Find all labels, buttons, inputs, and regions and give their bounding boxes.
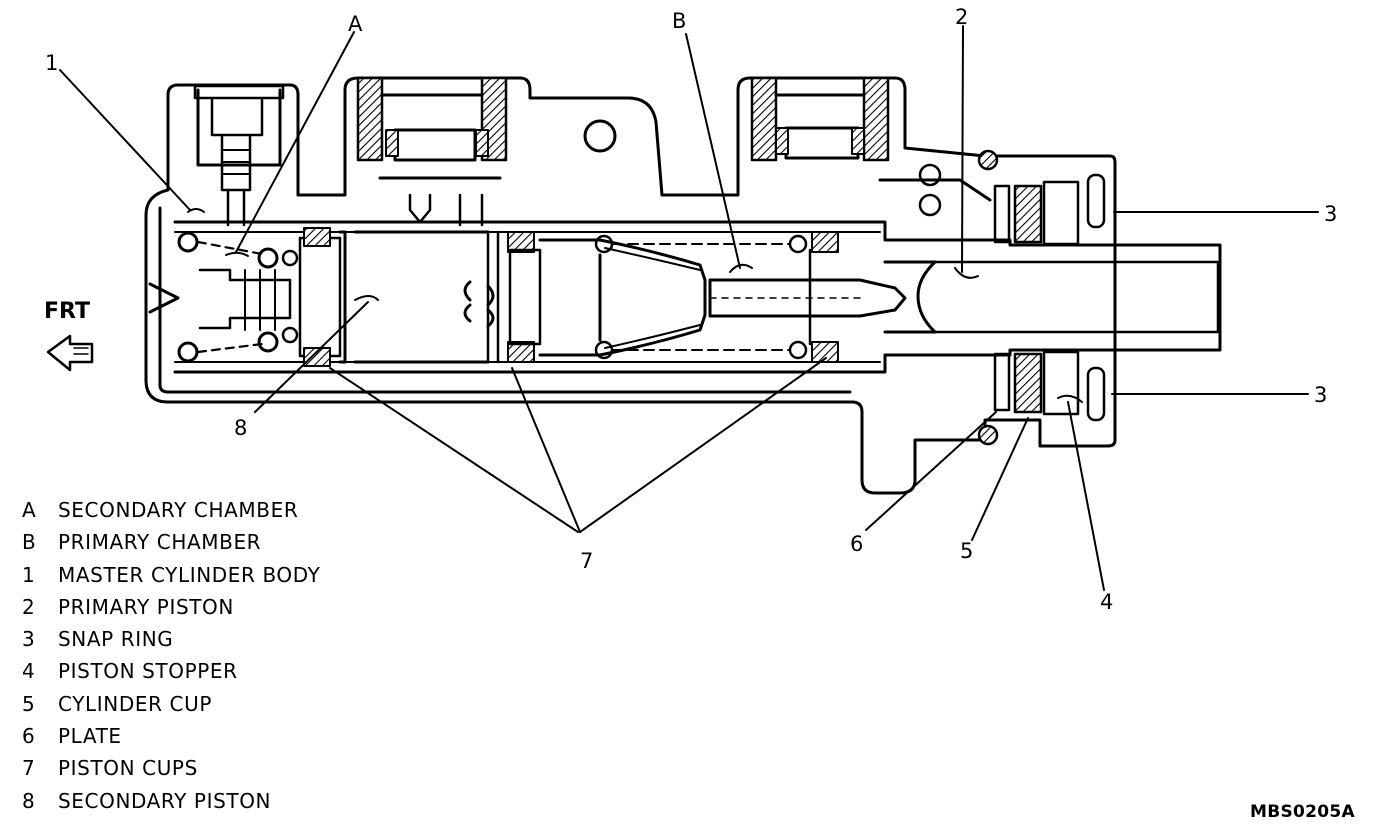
reservoir-port-secondary bbox=[356, 76, 508, 227]
front-arrow-icon bbox=[46, 334, 94, 372]
front-direction-label: FRT bbox=[44, 299, 90, 324]
callout-3-top: 3 bbox=[1324, 202, 1337, 226]
front-notch bbox=[148, 282, 180, 314]
mounting-hole bbox=[583, 119, 617, 153]
reservoir-port-primary bbox=[750, 76, 999, 446]
rear-seal-group bbox=[993, 173, 1106, 422]
primary-piston-rod bbox=[883, 260, 937, 334]
callout-b: B bbox=[672, 9, 686, 33]
callout-5: 5 bbox=[960, 539, 973, 563]
callout-1: 1 bbox=[45, 51, 58, 75]
secondary-return-spring bbox=[177, 231, 299, 363]
outlet-fitting bbox=[193, 84, 285, 227]
drawing-code: MBS0205A bbox=[1250, 802, 1355, 822]
callout-2: 2 bbox=[955, 5, 968, 29]
callout-a: A bbox=[348, 12, 363, 36]
callout-7: 7 bbox=[580, 549, 593, 573]
leader-lines bbox=[59, 25, 1319, 591]
callout-6: 6 bbox=[850, 532, 863, 556]
cylinder-bore bbox=[173, 220, 1222, 374]
primary-piston-assembly bbox=[507, 231, 907, 363]
secondary-piston-body bbox=[298, 227, 500, 367]
callout-3-bottom: 3 bbox=[1314, 383, 1327, 407]
cylinder-body-outline bbox=[144, 76, 1117, 495]
body-inner-wall bbox=[158, 206, 852, 394]
callout-8: 8 bbox=[234, 416, 247, 440]
callout-4: 4 bbox=[1100, 590, 1113, 614]
